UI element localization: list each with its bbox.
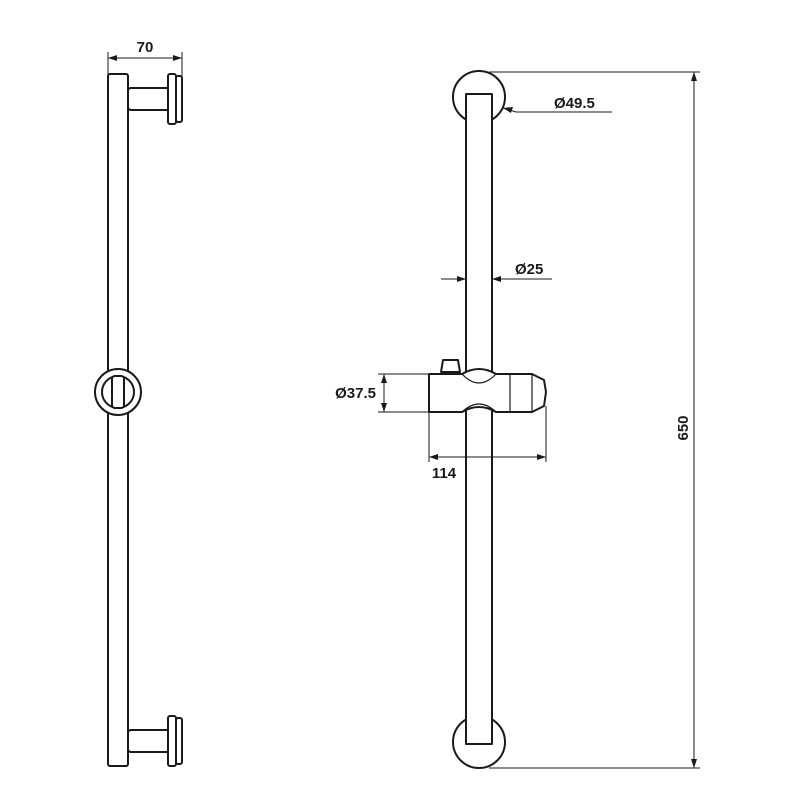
- dim-holder-diameter: Ø37.5: [335, 373, 429, 413]
- dim-bar-diameter-label: Ø25: [515, 261, 543, 278]
- side-bottom-bracket: [127, 715, 183, 767]
- side-top-bracket: [127, 73, 183, 125]
- dim-bar-diameter: Ø25: [441, 261, 552, 282]
- dim-width-label: 70: [137, 39, 154, 56]
- front-bar: [465, 93, 493, 745]
- side-bar: [107, 73, 129, 767]
- dim-holder-diameter-label: Ø37.5: [335, 385, 376, 402]
- dim-cap-diameter-label: Ø49.5: [554, 95, 595, 112]
- dim-total-height: 650: [489, 71, 700, 769]
- dim-width-70: 70: [107, 39, 183, 76]
- dim-holder-length-label: 114: [432, 465, 457, 482]
- front-holder: [428, 359, 547, 413]
- dim-holder-length: 114: [428, 406, 547, 482]
- dim-cap-diameter: Ø49.5: [502, 95, 612, 113]
- front-view: Ø49.5 Ø25 Ø37.5 114: [335, 70, 700, 769]
- side-slider-ring: [94, 368, 142, 416]
- dim-total-height-label: 650: [675, 415, 692, 440]
- side-view: 70: [94, 39, 183, 767]
